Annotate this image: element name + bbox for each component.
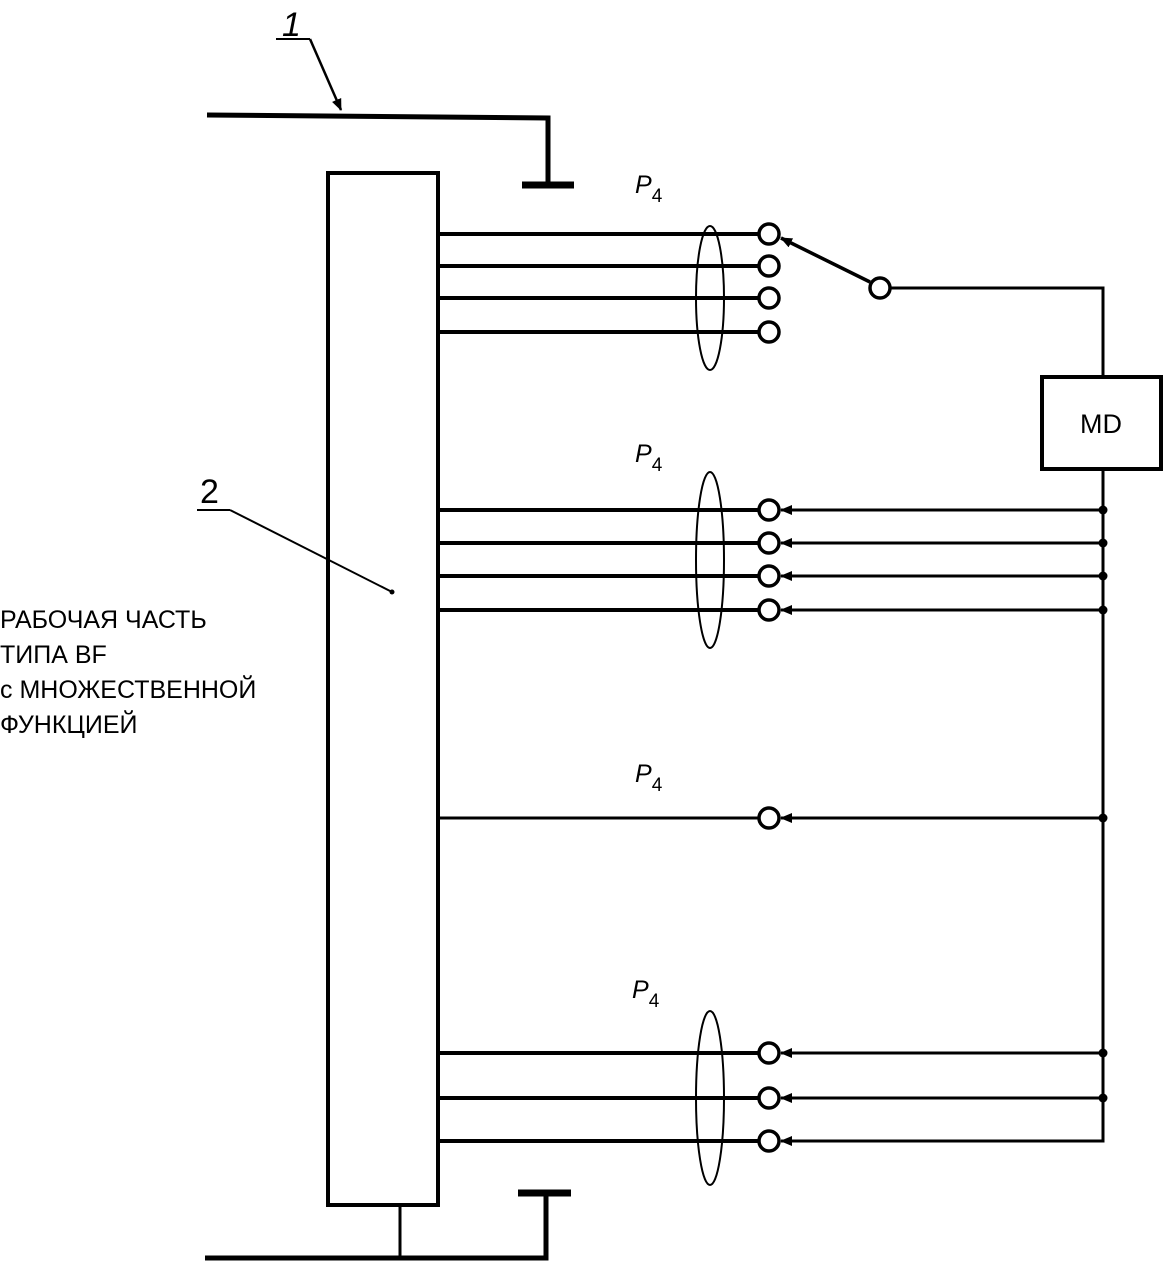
group-2-terminal [757, 498, 781, 522]
group-4-junction-dot [1098, 1093, 1108, 1103]
applied-part-label-line-3: с МНОЖЕСТВЕННОЙ [0, 674, 256, 704]
group-4-junction-dot [1098, 1048, 1108, 1058]
group-4-p4-label: P4 [632, 976, 660, 1012]
selector-switch-arm [780, 236, 871, 284]
group-3-junction-dot [1098, 813, 1108, 823]
applied-part-label-line-1: РАБОЧАЯ ЧАСТЬ [0, 606, 207, 634]
group-2-terminal [757, 531, 781, 555]
earth-conductor-bottom [205, 1193, 549, 1261]
group-4-terminal [757, 1129, 781, 1153]
group-2-terminal [757, 564, 781, 588]
ref-2-leader [229, 509, 393, 593]
md-label: MD [1080, 409, 1122, 439]
group-2-junction-dot [1098, 571, 1108, 581]
applied-part-label-line-2: ТИПА BF [0, 641, 107, 669]
group-2-junction-dot [1098, 538, 1108, 548]
md-supply-wire [891, 286, 1105, 376]
group-1-terminal [757, 286, 781, 310]
p-label-subscript: 4 [649, 991, 660, 1012]
p-label-main: P [635, 440, 652, 468]
group-2-terminal [757, 598, 781, 622]
group-1-terminal [757, 222, 781, 246]
applied-part-label-line-4: ФУНКЦИЕЙ [0, 709, 138, 739]
p-label-main: P [635, 171, 652, 199]
ref-1-leader [308, 38, 343, 111]
p-label-subscript: 4 [652, 186, 663, 207]
ref-2-label: 2 [200, 473, 219, 511]
md-return-bus [1090, 469, 1105, 1143]
group-2-junction-dot [1098, 505, 1108, 515]
group-3-p4-label: P4 [635, 760, 663, 796]
applied-part-box [326, 171, 440, 1207]
ref-1-label: 1 [282, 6, 301, 44]
group-3-terminal [757, 806, 781, 830]
group-4-bundle-ellipse [695, 1010, 725, 1186]
group-1-terminal [757, 320, 781, 344]
selector-switch-pivot [868, 276, 892, 300]
ref-2-dot [389, 589, 395, 595]
p-label-subscript: 4 [652, 775, 663, 796]
p-label-main: P [635, 760, 652, 788]
group-1-bundle-ellipse [695, 225, 725, 371]
group-1-p4-label: P4 [635, 171, 663, 207]
earth-conductor-top [206, 112, 551, 184]
group-4-terminal [757, 1086, 781, 1110]
group-4-terminal [757, 1041, 781, 1065]
group-2-p4-label: P4 [635, 440, 663, 476]
p-label-subscript: 4 [652, 455, 663, 476]
group-2-bundle-ellipse [695, 471, 725, 649]
group-2-junction-dot [1098, 605, 1108, 615]
group-1-terminal [757, 254, 781, 278]
p-label-main: P [632, 976, 649, 1004]
